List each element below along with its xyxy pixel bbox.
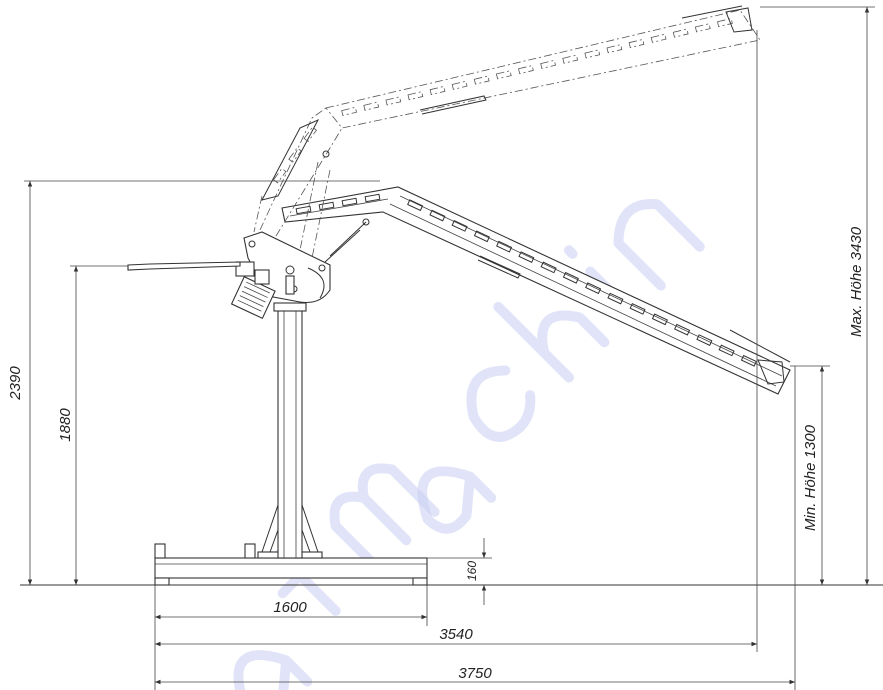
slat	[518, 251, 535, 263]
handle	[127, 261, 241, 271]
slat	[473, 230, 490, 243]
motor-unit	[230, 261, 276, 320]
slat	[585, 282, 602, 295]
slat	[672, 28, 689, 38]
slat	[694, 23, 711, 33]
slat	[363, 101, 380, 111]
slat	[717, 18, 733, 28]
slat	[674, 323, 691, 336]
slat	[562, 271, 579, 284]
slats-max-arm	[272, 18, 733, 184]
arm-min-position	[281, 186, 791, 395]
slat	[607, 292, 624, 305]
slat	[518, 65, 534, 75]
dim-160: 160	[427, 538, 492, 605]
slat	[562, 54, 579, 64]
slats-min-arm	[295, 193, 757, 367]
slat	[318, 201, 335, 211]
slat	[295, 205, 312, 215]
slat	[696, 334, 713, 346]
slat	[473, 75, 490, 85]
slat	[341, 106, 357, 116]
dim-3750-label: 3750	[458, 665, 492, 682]
slat	[606, 44, 623, 54]
dim-min-height-label: Min. Höhe 1300	[802, 424, 819, 531]
slat	[451, 80, 468, 90]
slat	[385, 96, 402, 106]
slat	[495, 70, 512, 80]
dim-1880-label: 1880	[57, 408, 74, 442]
slat	[407, 91, 424, 101]
slat	[407, 199, 424, 212]
dim-1600-label: 1600	[273, 599, 307, 616]
slat	[650, 33, 667, 43]
dim-1880: 1880	[57, 265, 128, 585]
dim-3540-label: 3540	[439, 626, 473, 643]
dim-2390: 2390	[7, 180, 380, 585]
dim-min-height: Min. Höhe 1300	[790, 365, 830, 585]
dim-2390-label: 2390	[7, 366, 24, 401]
slat	[288, 147, 302, 163]
slat	[651, 313, 668, 326]
slat	[451, 220, 468, 232]
slat	[303, 126, 318, 142]
dim-1600: 1600	[154, 585, 428, 690]
slat	[740, 354, 757, 367]
dim-max-height: Max. Höhe 3430	[760, 6, 875, 585]
slat	[429, 209, 446, 222]
dim-3540: 3540	[155, 30, 758, 652]
slat	[584, 49, 601, 59]
column	[261, 302, 319, 559]
slat	[540, 59, 556, 69]
pivot-head	[243, 231, 331, 304]
arm-max-position	[253, 5, 761, 259]
slat	[540, 261, 557, 274]
dim-3750: 3750	[155, 366, 796, 690]
slat	[629, 303, 646, 315]
slat	[364, 193, 381, 203]
slat	[628, 38, 645, 49]
slat	[718, 344, 735, 357]
slat	[496, 240, 513, 253]
slat	[341, 197, 358, 207]
dim-160-label: 160	[465, 561, 479, 581]
slat	[429, 85, 446, 96]
dim-max-height-label: Max. Höhe 3430	[848, 226, 865, 337]
